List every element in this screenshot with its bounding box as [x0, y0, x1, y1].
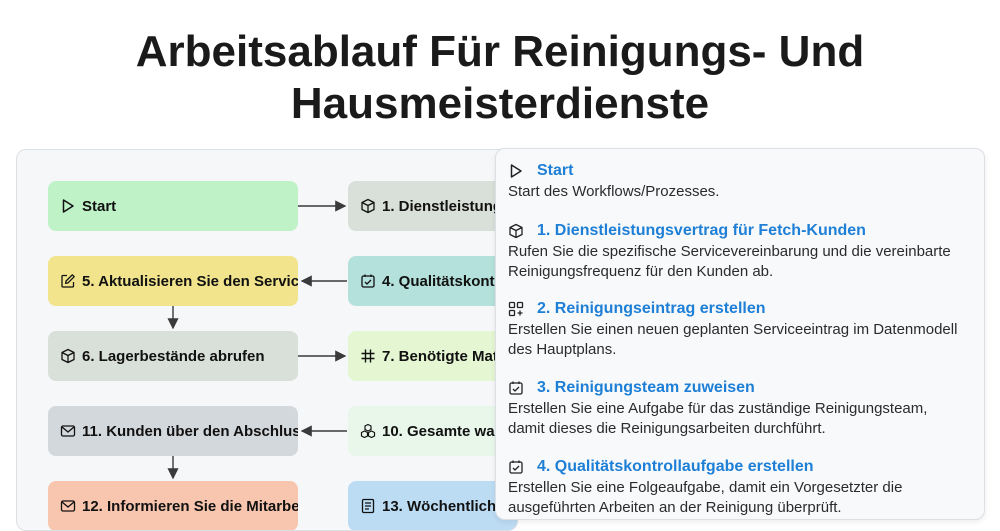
- node-label: 7. Benötigte Materialien: [382, 347, 517, 365]
- node-7-materialien[interactable]: 7. Benötigte Materialien: [348, 331, 517, 381]
- step-details-panel: Start Start des Workflows/Prozesses. 1. …: [495, 148, 985, 520]
- node-label: 1. Dienstleistungsvertrag für Fetch-Kund…: [382, 197, 517, 215]
- node-4-qualitaetskontrolle[interactable]: 4. Qualitätskontrollaufgabe erstellen: [348, 256, 517, 306]
- node-13-berichte[interactable]: 13. Wöchentliche Berichte: [348, 481, 517, 530]
- step-start: Start Start des Workflows/Prozesses.: [508, 160, 968, 202]
- node-6-lagerbestaende[interactable]: 6. Lagerbestände abrufen: [48, 331, 298, 381]
- report-icon: [360, 498, 376, 514]
- step-3: 3. Reinigungsteam zuweisen Erstellen Sie…: [508, 377, 968, 439]
- step-description: Erstellen Sie eine Aufgabe für das zustä…: [508, 400, 928, 437]
- step-4: 4. Qualitätskontrollaufgabe erstellen Er…: [508, 456, 968, 518]
- boxes-icon: [360, 423, 376, 439]
- node-label: 12. Informieren Sie die Mitarbeiter: [82, 497, 298, 515]
- step-title-link[interactable]: 1. Dienstleistungsvertrag für Fetch-Kund…: [537, 222, 866, 239]
- node-start[interactable]: Start: [48, 181, 298, 231]
- node-12-mitarbeiter[interactable]: 12. Informieren Sie die Mitarbeiter: [48, 481, 298, 530]
- node-label: Start: [82, 197, 117, 215]
- node-label: 4. Qualitätskontrollaufgabe erstellen: [382, 272, 517, 290]
- edit-icon: [60, 273, 76, 289]
- step-description: Rufen Sie die spezifische Servicevereinb…: [508, 243, 951, 280]
- node-label: 10. Gesamte warenkosten: [382, 422, 517, 440]
- node-10-warenkosten[interactable]: 10. Gesamte warenkosten: [348, 406, 517, 456]
- node-label: 6. Lagerbestände abrufen: [82, 347, 265, 365]
- checkbox-icon: [508, 380, 524, 396]
- page-title: Arbeitsablauf Für Reinigungs- Und Hausme…: [135, 27, 865, 128]
- play-icon: [508, 163, 524, 179]
- node-5-serviceeintrag[interactable]: 5. Aktualisieren Sie den Serviceeintrag: [48, 256, 298, 306]
- package-icon: [508, 223, 524, 239]
- checkbox-icon: [360, 273, 376, 289]
- flowchart-panel: Start 1. Dienstleistungsvertrag für Fetc…: [16, 149, 518, 531]
- flow-connectors: [167, 200, 347, 480]
- step-description: Erstellen Sie eine Folgeaufgabe, damit e…: [508, 479, 903, 516]
- node-1-dienstleistungsvertrag[interactable]: 1. Dienstleistungsvertrag für Fetch-Kund…: [348, 181, 517, 231]
- step-description: Start des Workflows/Prozesses.: [508, 183, 720, 200]
- hash-icon: [360, 348, 376, 364]
- mail-icon: [60, 498, 76, 514]
- step-title-link[interactable]: 4. Qualitätskontrollaufgabe erstellen: [537, 458, 814, 475]
- node-label: 5. Aktualisieren Sie den Serviceeintrag: [82, 272, 298, 290]
- checkbox-icon: [508, 459, 524, 475]
- step-title-link[interactable]: 3. Reinigungsteam zuweisen: [537, 379, 755, 396]
- package-icon: [360, 198, 376, 214]
- step-title-link[interactable]: Start: [537, 162, 574, 179]
- step-2: 2. Reinigungseintrag erstellen Erstellen…: [508, 298, 968, 360]
- node-label: 11. Kunden über den Abschluss informiere…: [82, 422, 298, 440]
- package-icon: [60, 348, 76, 364]
- step-description: Erstellen Sie einen neuen geplanten Serv…: [508, 321, 958, 358]
- mail-icon: [60, 423, 76, 439]
- node-11-kunden-informieren[interactable]: 11. Kunden über den Abschluss informiere…: [48, 406, 298, 456]
- step-1: 1. Dienstleistungsvertrag für Fetch-Kund…: [508, 220, 968, 282]
- play-icon: [60, 198, 76, 214]
- step-title-link[interactable]: 2. Reinigungseintrag erstellen: [537, 300, 766, 317]
- grid-plus-icon: [508, 301, 524, 317]
